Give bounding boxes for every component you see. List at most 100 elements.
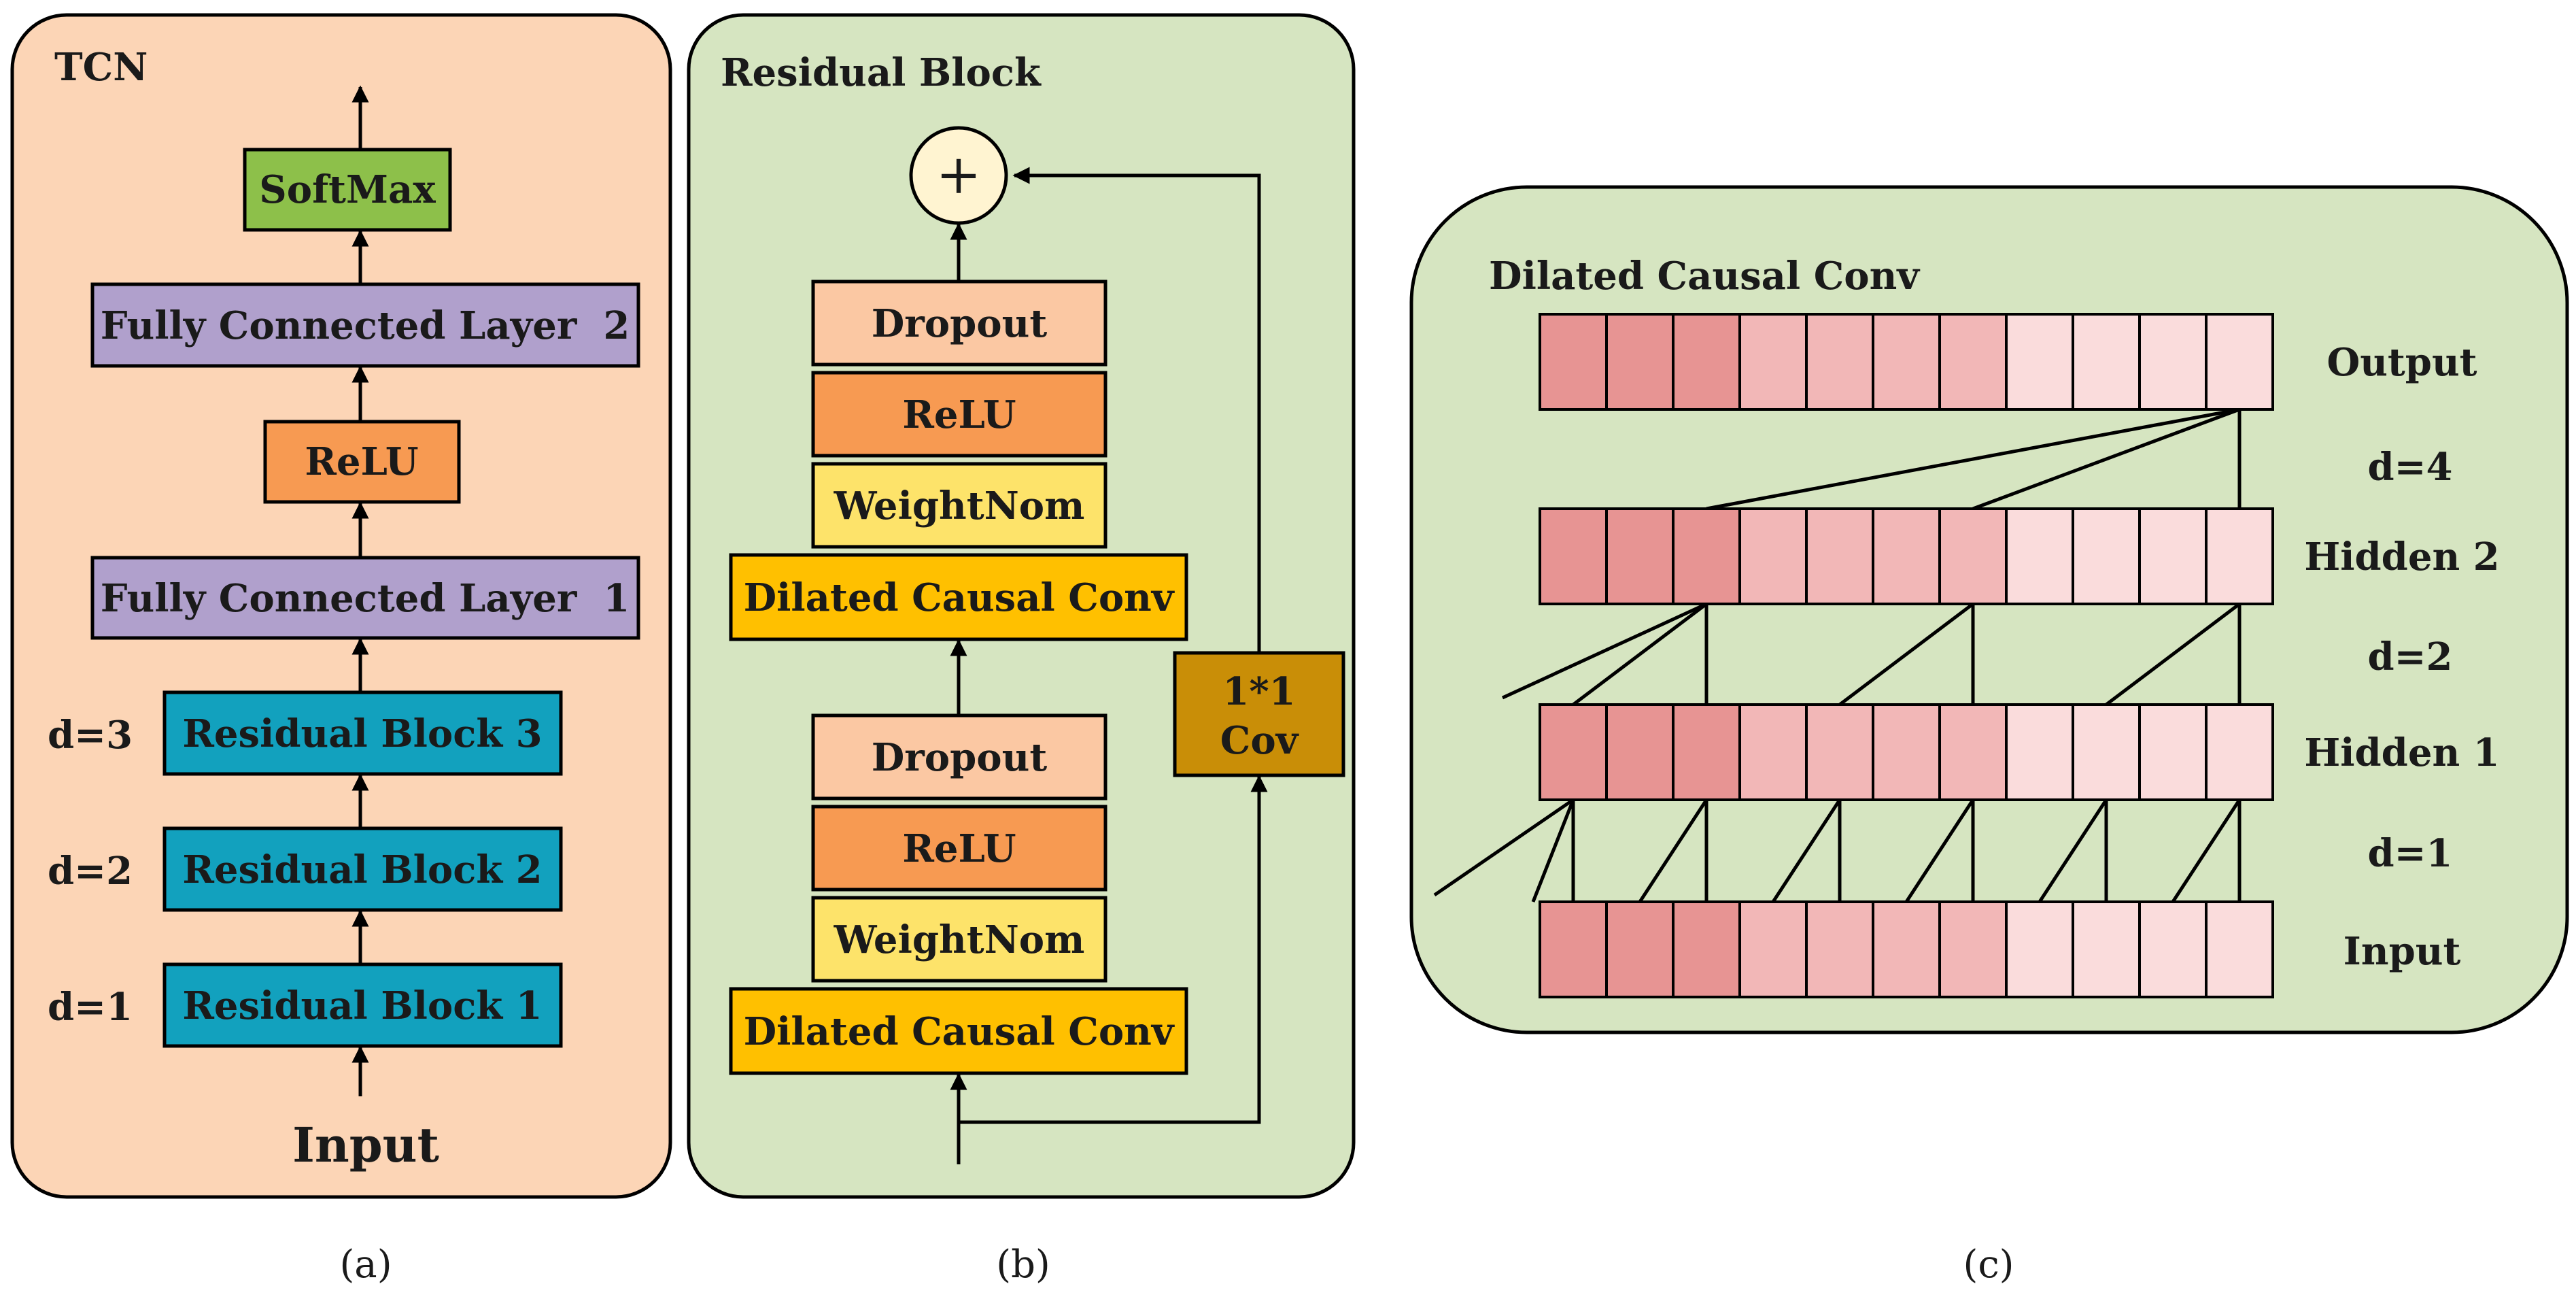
cell-output-4 (1738, 313, 1808, 411)
panel-c-dilated-causal-conv: Dilated Causal Conv Output Hidden 2 Hidd… (1409, 185, 2569, 1034)
cell-hidden1-4 (1738, 703, 1808, 801)
panel-b-residual-block: Residual Block + Dropout ReLU WeightNom (687, 13, 1356, 1199)
panel-b-arrows (950, 167, 1268, 1164)
dilation-bottom: d=1 (2367, 831, 2452, 876)
upper-weightnorm: WeightNom (811, 462, 1107, 549)
softmax-block: SoftMax (243, 148, 452, 232)
lower-dilated-conv: Dilated Causal Conv (729, 987, 1188, 1075)
edge-d2-minus2-2 (1572, 603, 1708, 706)
cell-hidden2-2 (1605, 507, 1675, 605)
cell-output-8 (2005, 313, 2074, 411)
skip-path-to-adder (1012, 167, 1261, 652)
edge-d1-minus1-8 (2038, 798, 2108, 903)
panel-c-connections (1433, 407, 2242, 903)
cell-hidden2-9 (2072, 507, 2141, 605)
lower-dropout-label: Dropout (872, 735, 1048, 780)
cell-hidden1-7 (1938, 703, 2008, 801)
cell-output-6 (1872, 313, 1941, 411)
adder-symbol: + (935, 143, 981, 206)
conv1x1-line1: 1*1 (1222, 669, 1295, 714)
cell-row-output (1539, 313, 2274, 411)
cell-hidden2-6 (1872, 507, 1941, 605)
cell-output-9 (2072, 313, 2141, 411)
relu-block-a: ReLU (263, 420, 461, 504)
cell-hidden1-6 (1872, 703, 1941, 801)
edge-d2-minus2-10 (2105, 603, 2241, 706)
upper-relu: ReLU (811, 371, 1107, 458)
dilation-res3: d=3 (48, 713, 133, 758)
cell-hidden2-11 (2205, 507, 2274, 605)
fc1-label: Fully Connected Layer 1 (101, 576, 630, 621)
cell-input-6 (1872, 900, 1941, 998)
row-label-output: Output (2326, 340, 2477, 385)
cell-hidden2-5 (1805, 507, 1874, 605)
row-label-hidden1: Hidden 1 (2304, 730, 2499, 775)
cell-input-3 (1672, 900, 1741, 998)
fc1-block: Fully Connected Layer 1 (90, 556, 640, 640)
cell-hidden1-8 (2005, 703, 2074, 801)
dilation-res2: d=2 (48, 849, 133, 894)
cell-output-7 (1938, 313, 2008, 411)
cell-output-2 (1605, 313, 1675, 411)
dilation-middle: d=2 (2367, 635, 2452, 679)
residual-block-1-label: Residual Block 1 (182, 983, 542, 1028)
cell-row-hidden1 (1539, 703, 2274, 801)
cell-output-1 (1539, 313, 1608, 411)
lower-dilated-conv-label: Dilated Causal Conv (744, 1009, 1175, 1054)
panel-a-input-label: Input (292, 1117, 439, 1173)
fc2-label: Fully Connected Layer 2 (101, 303, 630, 348)
lower-relu-label: ReLU (902, 826, 1016, 871)
edge-d1-minus1-10 (2171, 798, 2242, 903)
cell-hidden1-3 (1672, 703, 1741, 801)
dilation-top: d=4 (2367, 445, 2452, 490)
cell-hidden1-9 (2072, 703, 2141, 801)
cell-hidden2-4 (1738, 507, 1808, 605)
cell-input-8 (2005, 900, 2074, 998)
caption-b: (b) (996, 1243, 1050, 1287)
cell-row-hidden2 (1539, 507, 2274, 605)
cell-input-5 (1805, 900, 1874, 998)
lower-weightnorm-label: WeightNom (834, 917, 1085, 962)
cell-hidden2-8 (2005, 507, 2074, 605)
cell-input-11 (2205, 900, 2274, 998)
residual-block-3: Residual Block 3 (162, 690, 563, 776)
caption-c: (c) (1963, 1243, 2014, 1287)
edge-d1-minus1-2 (1638, 798, 1708, 903)
skip-path-to-conv1x1 (959, 775, 1268, 1124)
caption-a: (a) (339, 1243, 392, 1287)
softmax-label: SoftMax (259, 167, 436, 212)
upper-weightnorm-label: WeightNom (834, 484, 1085, 528)
conv1x1-line2: Cov (1220, 718, 1299, 763)
cell-output-3 (1672, 313, 1741, 411)
lower-relu: ReLU (811, 805, 1107, 892)
upper-dropout: Dropout (811, 280, 1107, 367)
edge-d1-minus1-0 (1531, 799, 1575, 902)
edge-d1-incoming (1433, 798, 1575, 897)
cell-hidden1-5 (1805, 703, 1874, 801)
residual-block-3-label: Residual Block 3 (182, 711, 542, 756)
cell-hidden1-1 (1539, 703, 1608, 801)
panel-b-title: Residual Block (721, 50, 1042, 95)
panel-a-title: TCN (54, 45, 148, 90)
row-label-input: Input (2343, 929, 2461, 974)
cell-hidden1-10 (2138, 703, 2208, 801)
relu-a-label: ReLU (305, 439, 418, 484)
cell-hidden1-11 (2205, 703, 2274, 801)
upper-dilated-conv: Dilated Causal Conv (729, 553, 1188, 641)
cell-hidden1-2 (1605, 703, 1675, 801)
edge-d4-minus4 (1972, 407, 2240, 511)
cell-output-10 (2138, 313, 2208, 411)
dilation-res1: d=1 (48, 985, 133, 1030)
adder: + (909, 126, 1008, 225)
edge-d2-minus2-6 (1838, 603, 1974, 706)
panel-c-title: Dilated Causal Conv (1489, 254, 1920, 299)
fc2-block: Fully Connected Layer 2 (90, 282, 640, 368)
edge-d1-minus1-6 (1904, 798, 1975, 903)
edge-d2-incoming (1501, 602, 1708, 700)
lower-dropout: Dropout (811, 713, 1107, 800)
upper-dilated-conv-label: Dilated Causal Conv (744, 575, 1175, 620)
residual-block-2: Residual Block 2 (162, 826, 563, 912)
panel-c-cell-rows (1539, 313, 2274, 998)
cell-input-7 (1938, 900, 2008, 998)
cell-hidden2-3 (1672, 507, 1741, 605)
